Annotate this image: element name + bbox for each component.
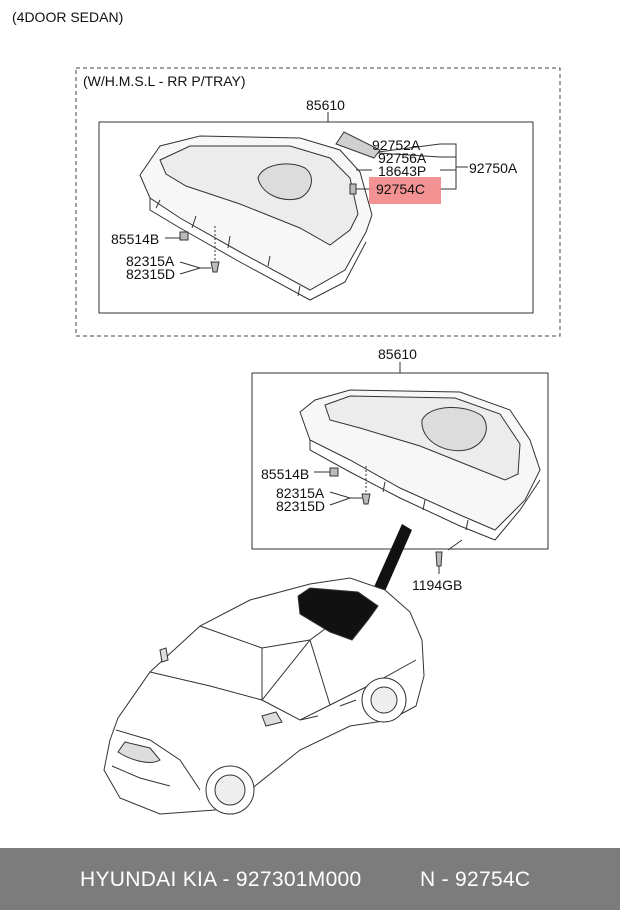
model-caption: (4DOOR SEDAN) bbox=[12, 9, 124, 25]
part-label-85514b-upper: 85514B bbox=[111, 231, 160, 247]
option-dashed-frame bbox=[75, 67, 561, 337]
part-label-92754c: 92754C bbox=[376, 181, 426, 197]
option-caption: (W/H.M.S.L - RR P/TRAY) bbox=[81, 73, 248, 89]
part-label-1194gb: 1194GB bbox=[412, 577, 463, 593]
upper-part-85610: 85610 bbox=[306, 97, 345, 113]
footer-reference: N - 92754C bbox=[420, 868, 531, 891]
part-label-82315a-upper: 82315A bbox=[126, 253, 175, 269]
part-label-92752a: 92752A bbox=[372, 137, 421, 153]
part-label-18643p: 18643P bbox=[378, 163, 427, 179]
part-label-82315d-upper: 82315D bbox=[126, 266, 176, 282]
part-label-92756a: 92756A bbox=[378, 150, 427, 166]
highlight-92754c bbox=[369, 177, 441, 204]
upper-frame bbox=[98, 121, 534, 314]
lower-part-85610: 85610 bbox=[378, 346, 417, 362]
footer-bar: HYUNDAI KIA - 927301M000 N - 92754C bbox=[0, 848, 620, 910]
upper-package-tray bbox=[139, 131, 381, 301]
part-label-82315d-lower: 82315D bbox=[276, 498, 326, 514]
part-label-92750a: 92750A bbox=[469, 160, 518, 176]
car-illustration bbox=[103, 577, 425, 815]
part-label-85514b-lower: 85514B bbox=[261, 466, 310, 482]
pointer-wedge bbox=[370, 524, 412, 598]
footer-brand-part-number: HYUNDAI KIA - 927301M000 bbox=[80, 868, 362, 891]
lower-package-tray bbox=[299, 389, 541, 574]
part-label-82315a-lower: 82315A bbox=[276, 485, 325, 501]
